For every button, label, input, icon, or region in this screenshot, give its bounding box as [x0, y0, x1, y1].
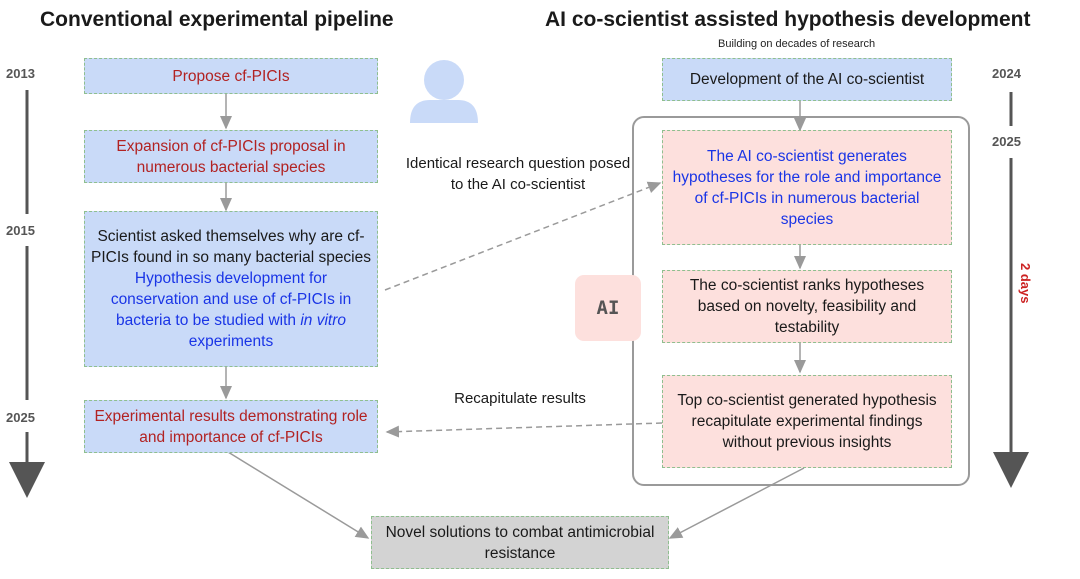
note-identical-question: Identical research question posed to the…: [405, 155, 631, 193]
box-ranks: The co-scientist ranks hypotheses based …: [662, 270, 952, 343]
box-expansion-text: Expansion of cf-PICIs proposal in numero…: [116, 137, 346, 176]
box-results-text: Experimental results demonstrating role …: [94, 407, 368, 446]
dashed-arrow-recapitulate: [385, 422, 663, 438]
year-2015: 2015: [6, 223, 35, 238]
box-ranks-text: The co-scientist ranks hypotheses based …: [689, 277, 925, 336]
person-icon: [410, 60, 478, 123]
box-top-text: Top co-scientist generated hypothesis re…: [677, 392, 937, 451]
left-title: Conventional experimental pipeline: [40, 8, 394, 31]
box-expansion: Expansion of cf-PICIs proposal in numero…: [84, 130, 378, 183]
right-subtitle: Building on decades of research: [718, 38, 876, 50]
note-recapitulate: Recapitulate results: [454, 390, 586, 407]
arrow-results-bottom: [227, 451, 370, 539]
box-propose-text: Propose cf-PICIs: [172, 67, 290, 85]
ai-badge: AI: [575, 275, 641, 341]
hypothesis-main: Hypothesis development for conservation …: [110, 270, 352, 329]
year-2013: 2013: [6, 66, 35, 81]
duration-label: 2 days: [1018, 263, 1033, 304]
box-development-text: Development of the AI co-scientist: [689, 71, 925, 88]
year-2025-left: 2025: [6, 410, 35, 425]
box-novel-solutions: Novel solutions to combat antimicrobial …: [371, 516, 669, 569]
box-development: Development of the AI co-scientist: [662, 58, 952, 101]
arrow-top-bottom: [668, 467, 805, 539]
box-propose: Propose cf-PICIs: [84, 58, 378, 94]
box-scientist: Scientist asked themselves why are cf-PI…: [84, 211, 378, 367]
box-top: Top co-scientist generated hypothesis re…: [662, 375, 952, 468]
year-2025-right: 2025: [992, 134, 1021, 149]
box-generates: The AI co-scientist generates hypotheses…: [662, 130, 952, 245]
box-scientist-hypothesis: Hypothesis development for conservation …: [91, 268, 371, 352]
box-novel-solutions-text: Novel solutions to combat antimicrobial …: [385, 523, 655, 562]
box-scientist-text: Scientist asked themselves why are cf-PI…: [91, 228, 371, 266]
hypothesis-italic: in vitro: [300, 312, 347, 329]
year-2024: 2024: [992, 66, 1021, 81]
box-results: Experimental results demonstrating role …: [84, 400, 378, 453]
hypothesis-end: experiments: [188, 333, 274, 350]
right-title: AI co-scientist assisted hypothesis deve…: [545, 8, 1031, 31]
dashed-arrow-question: [384, 181, 662, 291]
box-generates-text: The AI co-scientist generates hypotheses…: [672, 147, 942, 228]
